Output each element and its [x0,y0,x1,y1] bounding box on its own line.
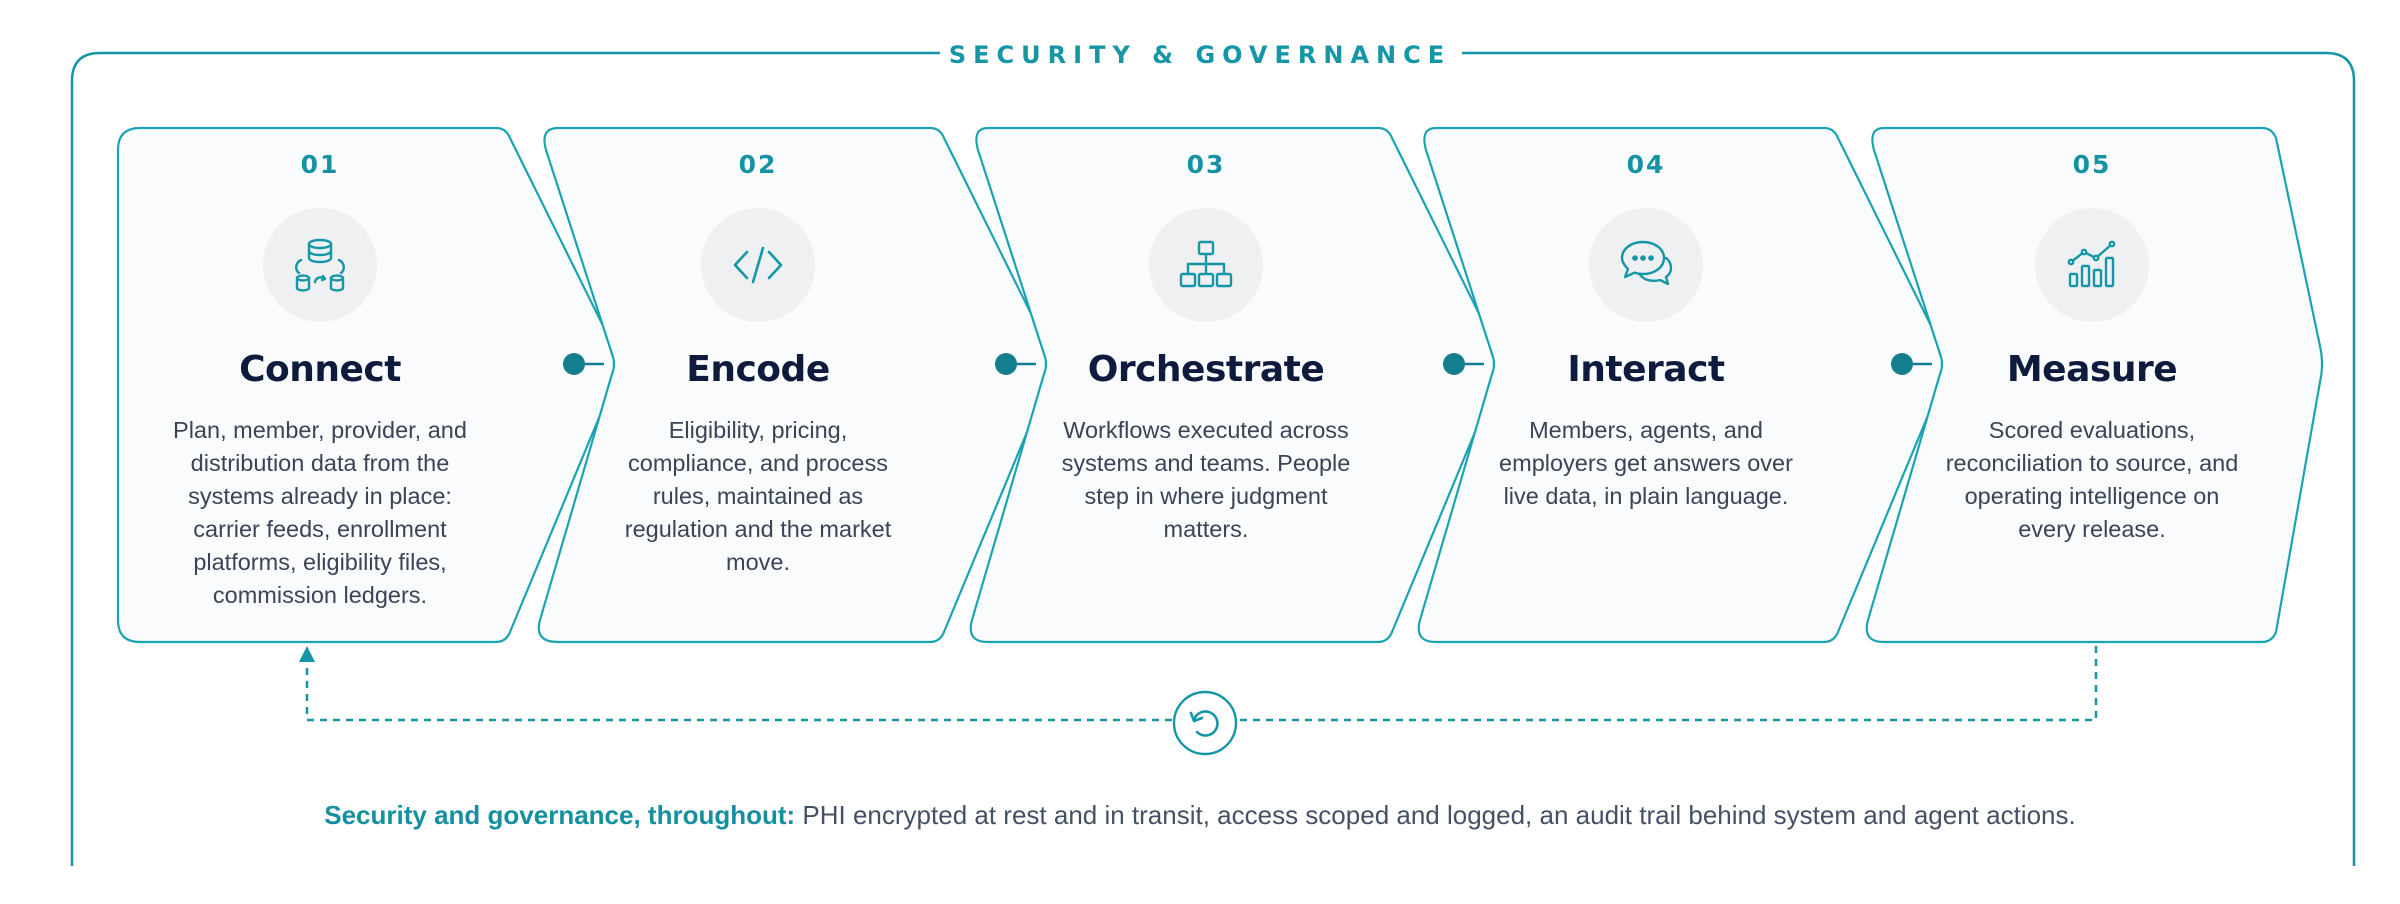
step-number: 02 [738,150,778,179]
connector-1 [563,353,604,375]
icon-badge [1589,208,1703,322]
connector-4 [1891,353,1932,375]
governance-note-text: PHI encrypted at rest and in transit, ac… [795,800,2076,830]
step-title: Interact [1567,349,1725,390]
step-shape-encode [537,126,1056,644]
step-description: Members, agents, and employers get answe… [1499,417,1793,509]
icon-badge [701,208,815,322]
step-number: 05 [2072,150,2112,179]
step-interact: 04 Interact Members, agents, and employe… [1476,150,1816,513]
feedback-loop-line [305,646,2098,722]
step-shape-orchestrate [969,126,1504,644]
icon-badge [2035,208,2149,322]
step-number: 03 [1186,150,1226,179]
governance-note: Security and governance, throughout: PHI… [0,800,2400,831]
step-number: 01 [300,150,340,179]
connector-3 [1443,353,1484,375]
refresh-cycle-icon [1172,690,1238,756]
icon-badge [1149,208,1263,322]
governance-note-lead: Security and governance, throughout: [324,800,796,830]
step-title: Measure [2006,349,2178,390]
step-title: Orchestrate [1087,349,1325,390]
step-orchestrate: 03 Orchestrate Workflows executed across… [1036,150,1376,546]
step-description: Scored evaluations, reconciliation to so… [1945,417,2239,542]
frame-title: SECURITY & GOVERNANCE [940,38,1460,72]
database-sync-icon [295,238,345,292]
governance-frame [70,51,940,866]
step-description: Eligibility, pricing, compliance, and pr… [624,417,892,575]
bar-chart-trend-icon [2067,240,2116,288]
feedback-loop-arrowhead [299,646,315,662]
step-shape-measure [1865,126,2324,644]
hierarchy-icon [1179,240,1233,288]
icon-badge [263,208,377,322]
code-icon [733,246,783,284]
step-description: Plan, member, provider, and distribution… [173,417,467,608]
step-number: 04 [1626,150,1666,179]
step-title: Connect [239,349,401,390]
step-title: Encode [686,349,830,390]
governance-frame-right [1462,51,2356,866]
step-connect: 01 Connect Plan, member, provider, and d… [150,150,490,612]
step-measure: 05 Measure Scored evaluations, reconcili… [1922,150,2262,546]
connector-2 [995,353,1036,375]
step-shape-interact [1417,126,1950,644]
chat-bubbles-icon [1620,240,1673,286]
step-description: Workflows executed across systems and te… [1061,417,1351,542]
step-shape-connect [116,126,622,644]
step-encode: 02 Encode Eligibility, pricing, complian… [588,150,928,579]
